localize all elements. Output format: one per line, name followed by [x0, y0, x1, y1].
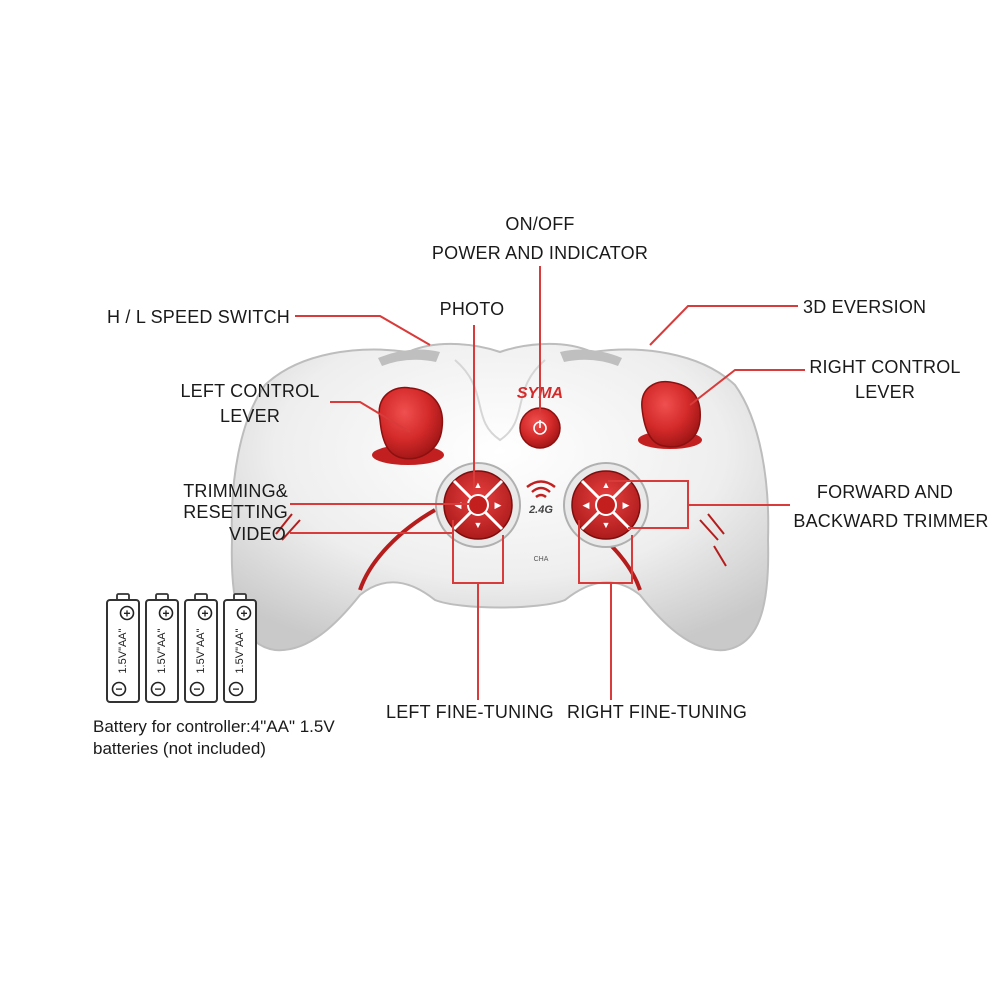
label-fwd-line1: FORWARD AND [816, 482, 954, 502]
label-left-lever-line1: LEFT CONTROL [180, 381, 320, 401]
plus-symbol: + [240, 607, 247, 621]
battery-cell: + − 1.5V"AA" [106, 593, 140, 703]
battery-cell-label: 1.5V"AA" [117, 628, 129, 673]
plus-terminal-icon [158, 605, 174, 621]
channel-label: CHA [534, 556, 549, 563]
left-grip-marks [275, 513, 301, 541]
label-video: VIDEO [228, 524, 286, 544]
plus-terminal-icon [197, 605, 213, 621]
battery-group: + − 1.5V"AA" + − 1.5V"AA" + − 1.5V"AA" + − 1.5V"AA" [106, 593, 257, 703]
label-3d-eversion: 3D EVERSION [803, 297, 927, 317]
left-bumper[interactable] [378, 349, 440, 366]
battery-cell: + − 1.5V"AA" [145, 593, 179, 703]
minus-symbol: − [232, 682, 239, 696]
right-dpad[interactable]: ▲ ▼ ◀ ▶ [563, 462, 649, 548]
minus-terminal-icon [189, 681, 205, 697]
right-dpad-center[interactable] [595, 494, 617, 516]
label-left-lever-line2: LEVER [219, 406, 281, 426]
left-accent-stripe [358, 508, 436, 591]
label-speed-switch: H / L SPEED SWITCH [107, 307, 290, 327]
label-fwd-line2: BACKWARD TRIMMER [793, 511, 989, 531]
right-bumper[interactable] [560, 349, 622, 366]
chevron-left-icon: ◀ [583, 500, 590, 510]
label-on-off: ON/OFF [505, 214, 575, 234]
battery-cell: + − 1.5V"AA" [223, 593, 257, 703]
minus-terminal-icon [150, 681, 166, 697]
label-trimming-line2: RESETTING [183, 502, 288, 522]
battery-cell-label: 1.5V"AA" [156, 628, 168, 673]
minus-terminal-icon [111, 681, 127, 697]
label-photo: PHOTO [439, 299, 505, 319]
minus-symbol: − [154, 682, 161, 696]
battery-cell-label: 1.5V"AA" [234, 628, 246, 673]
frequency-label: 2.4G [528, 504, 553, 516]
wireless-icon [526, 480, 556, 499]
chevron-right-icon: ▶ [623, 500, 630, 510]
plus-symbol: + [162, 607, 169, 621]
right-grip-marks [699, 513, 727, 567]
battery-note-line1: Battery for controller:4"AA" 1.5V [93, 717, 335, 736]
plus-symbol: + [123, 607, 130, 621]
minus-terminal-icon [228, 681, 244, 697]
label-right-lever-line2: LEVER [854, 382, 916, 402]
right-control-lever[interactable] [638, 380, 702, 449]
battery-cell: + − 1.5V"AA" [184, 593, 218, 703]
battery-note: Battery for controller:4"AA" 1.5V batter… [93, 716, 335, 760]
plus-symbol: + [201, 607, 208, 621]
plus-terminal-icon [119, 605, 135, 621]
label-right-fine-tuning: RIGHT FINE-TUNING [567, 702, 748, 722]
chevron-down-icon: ▼ [474, 520, 483, 530]
label-left-fine-tuning: LEFT FINE-TUNING [386, 702, 554, 722]
label-right-lever-line1: RIGHT CONTROL [809, 357, 961, 377]
left-control-lever[interactable] [372, 386, 444, 465]
leader-lines [290, 266, 805, 700]
left-dpad-center[interactable] [467, 494, 489, 516]
chevron-up-icon: ▲ [474, 480, 483, 490]
minus-symbol: − [115, 682, 122, 696]
chevron-up-icon: ▲ [602, 480, 611, 490]
minus-symbol: − [193, 682, 200, 696]
battery-note-line2: batteries (not included) [93, 739, 266, 758]
label-power-indicator: POWER AND INDICATOR [431, 243, 649, 263]
chevron-right-icon: ▶ [495, 500, 502, 510]
label-trimming-line1: TRIMMING& [183, 481, 288, 501]
plus-terminal-icon [236, 605, 252, 621]
battery-cell-label: 1.5V"AA" [195, 628, 207, 673]
chevron-down-icon: ▼ [602, 520, 611, 530]
